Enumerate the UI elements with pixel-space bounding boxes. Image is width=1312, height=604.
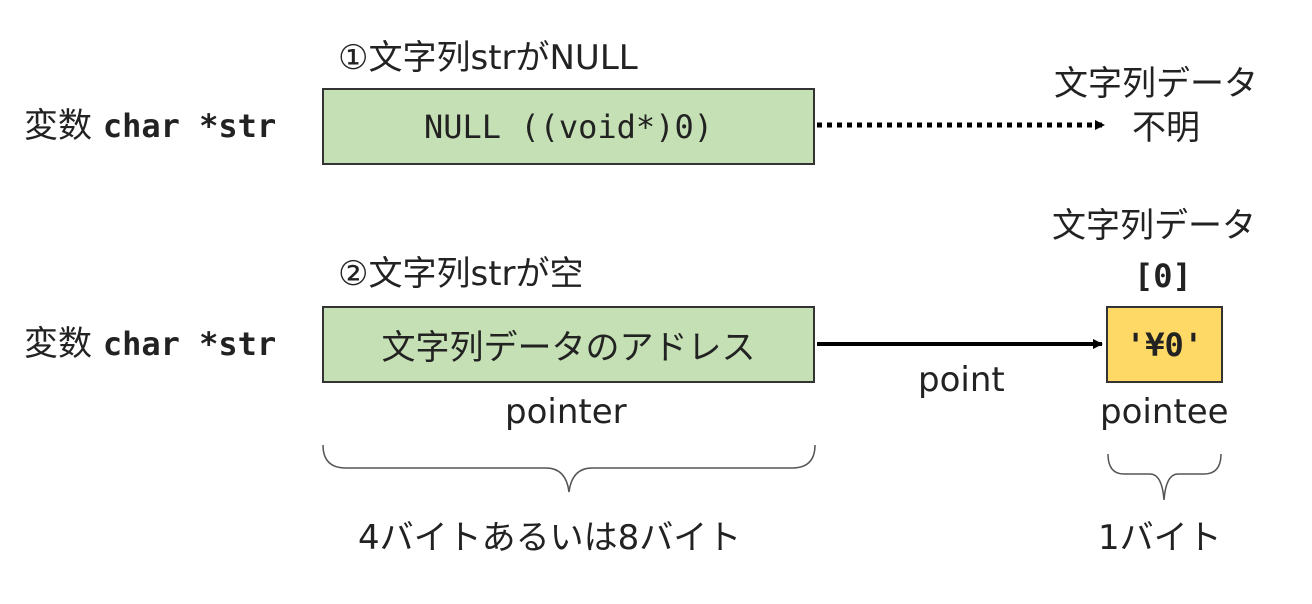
string-data-title: 文字列データ [1052,206,1256,246]
variable-prefix: 変数 [24,324,92,364]
case-null-variable-label: 変数 char *str [24,106,276,146]
pointee-size-label: 1バイト [1098,518,1222,558]
pointee-label: pointee [1100,392,1229,432]
address-pointer-value: 文字列データのアドレス [381,328,756,368]
unknown-target-label: 文字列データ [1054,64,1258,104]
case-empty-variable-label: 変数 char *str [24,324,276,364]
null-pointer-box: NULL ((void*)0) [322,88,815,165]
variable-code: char *str [102,325,277,363]
pointer-size-brace [322,444,816,493]
unknown-target-status: 不明 [1132,108,1200,148]
pointer-size-label: 4バイトあるいは8バイト [358,518,742,558]
null-terminator-value: '¥0' [1125,325,1204,364]
string-data-index: [0] [1134,257,1192,295]
null-terminator-box: '¥0' [1106,306,1223,383]
pointee-size-brace [1107,453,1222,501]
address-pointer-box: 文字列データのアドレス [322,306,815,383]
variable-prefix: 変数 [24,106,92,146]
case-null-heading: ①文字列strがNULL [338,38,638,78]
case-empty-heading: ②文字列strが空 [338,254,584,294]
pointer-label: pointer [505,392,627,432]
point-arrow-label: point [918,360,1005,400]
variable-code: char *str [102,107,277,145]
null-pointer-value: NULL ((void*)0) [424,107,713,146]
